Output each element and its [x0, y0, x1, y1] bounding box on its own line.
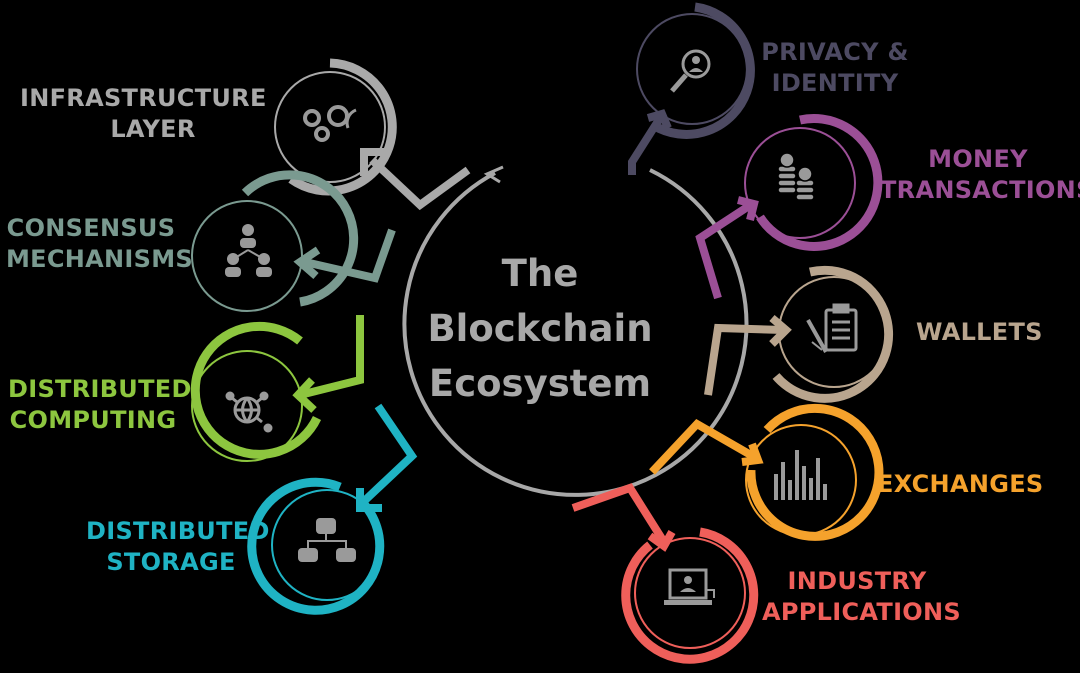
center-title-line-1: The [501, 252, 579, 295]
label-line: INDUSTRY [787, 567, 927, 595]
label-line: APPLICATIONS [762, 598, 961, 626]
label-privacy-identity: PRIVACY & IDENTITY [760, 37, 910, 99]
label-line: CONSENSUS [6, 214, 176, 242]
center-title-line-2: Blockchain [427, 307, 653, 350]
computer-user-icon [664, 568, 715, 605]
node-consensus [191, 170, 396, 312]
label-money-transactions: MONEY TRANSACTIONS [880, 144, 1080, 206]
label-line: MECHANISMS [6, 245, 194, 273]
center-title: The Blockchain Ecosystem [395, 246, 685, 411]
node-distributed-storage [247, 403, 418, 615]
label-distributed-storage: DISTRIBUTED STORAGE [86, 516, 270, 578]
label-industry-applications: INDUSTRY APPLICATIONS [762, 566, 961, 628]
label-line: STORAGE [106, 548, 236, 576]
label-line: DISTRIBUTED [86, 517, 270, 545]
node-privacy [628, 2, 755, 175]
label-exchanges: EXCHANGES [877, 469, 1047, 500]
label-distributed-computing: DISTRIBUTED COMPUTING [8, 374, 192, 436]
node-distributed-computing [190, 315, 364, 462]
node-industry [571, 483, 759, 664]
clipboard-checklist-icon [806, 303, 858, 353]
people-network-icon [225, 224, 272, 277]
magnifier-person-icon [670, 49, 711, 93]
gears-icon [303, 105, 357, 142]
label-line: TRANSACTIONS [880, 176, 1080, 204]
node-infrastructure [274, 58, 471, 211]
label-line: IDENTITY [771, 69, 899, 97]
label-infrastructure-layer: INFRASTRUCTURE LAYER [20, 83, 267, 145]
label-line: PRIVACY & [761, 38, 909, 66]
label-line: COMPUTING [9, 406, 177, 434]
label-line: INFRASTRUCTURE [20, 84, 267, 112]
label-line: LAYER [110, 115, 196, 143]
node-wallets [704, 265, 894, 403]
node-exchanges [649, 403, 884, 541]
globe-network-icon [225, 391, 273, 433]
label-line: EXCHANGES [877, 470, 1044, 498]
label-wallets: WALLETS [916, 317, 1046, 348]
center-title-line-3: Ecosystem [428, 362, 652, 405]
label-line: MONEY [928, 145, 1028, 173]
bar-chart-icon [774, 450, 827, 500]
label-line: DISTRIBUTED [8, 375, 192, 403]
label-line: WALLETS [916, 318, 1043, 346]
node-money [695, 113, 883, 300]
center-ring [402, 165, 749, 497]
database-tree-icon [298, 518, 356, 562]
coin-stacks-icon [777, 152, 815, 201]
label-consensus-mechanisms: CONSENSUS MECHANISMS [6, 213, 194, 275]
